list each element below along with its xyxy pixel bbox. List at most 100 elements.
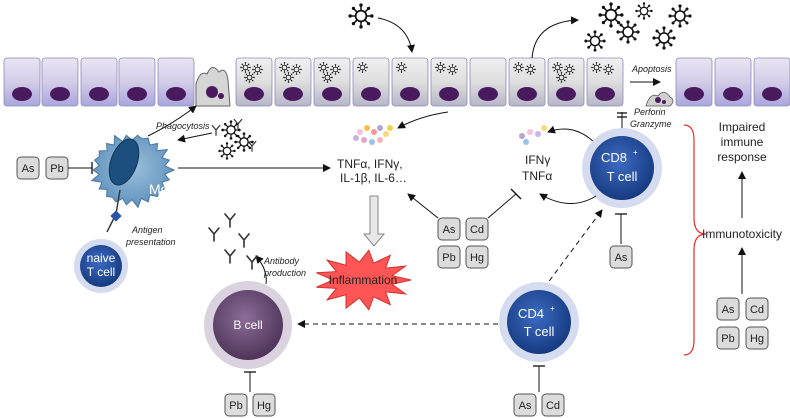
epithelial-cell: [157, 57, 195, 107]
epithelial-cell: [391, 57, 429, 107]
virus-release-arrow: [531, 16, 579, 59]
epithelial-cell: [41, 57, 79, 107]
cytokines-right-line2: TNFα: [522, 169, 552, 183]
virus-icon: [652, 26, 676, 50]
perforin-label: Perforin: [634, 107, 666, 117]
epithelial-cell: [352, 57, 390, 107]
antigen-label-line1: Antigen: [131, 225, 163, 235]
macrophage-label: Mφ: [149, 181, 170, 197]
svg-text:T cell: T cell: [607, 169, 638, 184]
svg-text:CD8: CD8: [601, 150, 627, 165]
cytokines-right-line1: IFNγ: [525, 153, 550, 167]
epithelial-cell: [547, 57, 585, 107]
epithelial-cell: [313, 57, 351, 107]
cd8-metal-inhibitor: As: [609, 213, 633, 269]
cd4-to-cd8-arrow: [543, 209, 603, 289]
immunotoxicity-label: Immunotoxicity: [702, 227, 782, 241]
svg-text:+: +: [550, 304, 555, 313]
svg-text:Pb: Pb: [442, 252, 455, 264]
inflammation-burst: Inflammation: [316, 249, 412, 311]
svg-text:As: As: [722, 304, 735, 316]
metal-badge: Hg: [745, 326, 769, 350]
metal-badge: As: [513, 393, 537, 417]
summary-brace: [683, 124, 707, 356]
epithelial-cell: [586, 57, 624, 107]
svg-text:B cell: B cell: [233, 318, 262, 332]
cytokine-particles-right: [519, 125, 547, 145]
antibodies: [208, 213, 258, 270]
virus-icon: [616, 20, 640, 44]
cytokines-left-line1: TNFα, IFNγ,: [337, 157, 403, 171]
svg-text:T cell: T cell: [524, 324, 555, 339]
granzyme-label: Granzyme: [630, 119, 672, 129]
metal-badge: Pb: [224, 393, 248, 417]
virus-icon: [218, 142, 236, 160]
epithelial-cell: [714, 57, 752, 107]
svg-text:As: As: [519, 400, 532, 412]
metal-badge: Hg: [465, 245, 489, 269]
virus-icon: [584, 30, 606, 52]
svg-text:T cell: T cell: [87, 265, 115, 279]
antibody-label-line2: production: [263, 268, 306, 278]
b-cell: B cell: [204, 281, 292, 369]
metal-badge: Cd: [541, 393, 565, 417]
svg-text:As: As: [443, 224, 456, 236]
naive-t-cell: naive T cell: [74, 239, 128, 293]
phagocytosis-arrow: [147, 105, 197, 137]
metal-badge: Pb: [716, 326, 740, 350]
svg-text:Cd: Cd: [470, 224, 484, 236]
impaired-line1: Impaired: [719, 120, 766, 134]
macrophage-metal-inhibitors: As Pb: [16, 156, 93, 180]
epithelial-cell: [235, 57, 273, 107]
antibody-icon: [224, 249, 236, 264]
svg-text:Cd: Cd: [750, 304, 764, 316]
metal-badge: As: [16, 156, 40, 180]
epithelial-cell: [430, 57, 468, 107]
svg-text:As: As: [22, 163, 35, 175]
metal-badge: As: [609, 245, 633, 269]
macrophage: Mφ: [90, 134, 176, 209]
virus-particles: [348, 2, 692, 52]
virus-entry-arrow: [377, 17, 415, 53]
fragmented-epithelial-cell: [195, 67, 231, 107]
antibody-icon: [233, 118, 243, 130]
immunotoxic-metals: As Cd Pb Hg: [716, 297, 769, 350]
bcell-metal-inhibitors: Pb Hg: [224, 371, 276, 417]
metal-badge: Cd: [465, 217, 489, 241]
cd8-t-cell: CD8 + T cell: [582, 128, 662, 208]
virus-icon: [635, 2, 653, 20]
svg-text:naive: naive: [87, 251, 116, 265]
svg-text:CD4: CD4: [518, 306, 544, 321]
metal-badge: Hg: [252, 393, 276, 417]
impaired-line3: response: [717, 150, 767, 164]
epithelial-cell: [675, 57, 713, 107]
phagocytosis-label: Phagocytosis: [156, 121, 210, 131]
svg-text:Hg: Hg: [750, 333, 764, 345]
antibody-icon: [246, 255, 258, 270]
epithelial-cell: [469, 57, 507, 107]
svg-text:Cd: Cd: [546, 400, 560, 412]
metal-badge: Pb: [437, 245, 461, 269]
cd8-to-cytokines-arrow: [547, 125, 598, 146]
antibody-icon: [211, 124, 221, 136]
cytokine-metal-inhibitors: As Cd Pb Hg: [407, 188, 522, 269]
epithelial-layer: [3, 57, 790, 107]
svg-text:Pb: Pb: [50, 163, 63, 175]
epithelial-cell: [274, 57, 312, 107]
antibody-label-line1: Antibody: [263, 256, 300, 266]
antibody-icon: [224, 213, 236, 228]
virus-icon: [598, 2, 624, 28]
cd4-t-cell: CD4 + T cell: [499, 282, 579, 362]
epithelial-cell: [3, 57, 41, 107]
svg-text:As: As: [615, 252, 628, 264]
inflammation-label: Inflammation: [329, 273, 398, 287]
metal-badge: As: [716, 297, 740, 321]
virus-icon: [348, 3, 374, 29]
svg-text:Hg: Hg: [470, 252, 484, 264]
virus-to-macrophage-arrow: [177, 132, 213, 143]
to-inflammation-arrow: [362, 195, 386, 247]
apoptotic-cell: [645, 91, 674, 107]
virus-icon: [668, 4, 692, 28]
metal-badge: Cd: [745, 297, 769, 321]
epithelial-cell: [80, 57, 118, 107]
